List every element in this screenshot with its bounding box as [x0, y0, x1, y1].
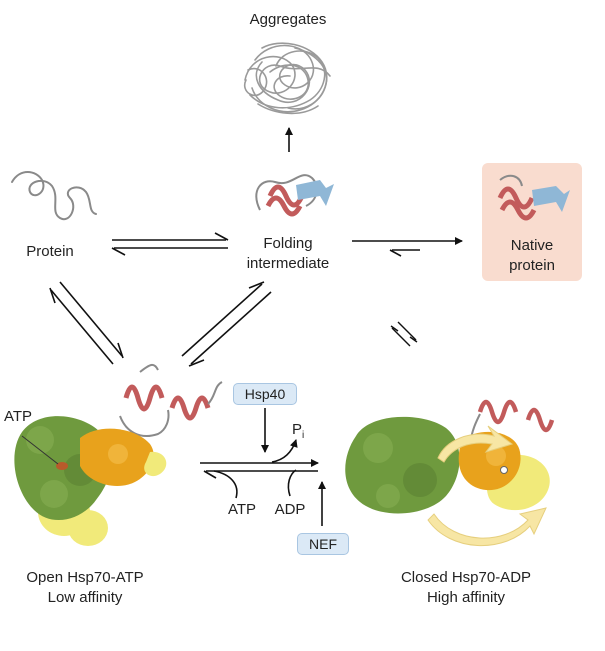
- protein-label: Protein: [26, 243, 74, 260]
- closed-state-label-2: High affinity: [426, 589, 506, 606]
- native-protein-label-1: Native: [510, 237, 554, 254]
- nef-tag: NEF: [297, 533, 349, 555]
- lid-closing-arrow-icon: [437, 425, 514, 463]
- folding-intermediate-label-2: intermediate: [246, 255, 330, 272]
- adp-output-label: ADP: [274, 501, 306, 518]
- closed-state-equilibrium: [390, 321, 418, 347]
- open-state-label-1: Open Hsp70-ATP: [26, 569, 144, 586]
- unfolded-protein-icon: [11, 171, 97, 221]
- native-protein-highlight: [482, 163, 582, 281]
- atp-adp-exchange-arrows: [200, 408, 326, 526]
- native-protein-label-2: protein: [509, 257, 555, 274]
- domain-rotation-arrow-icon: [427, 507, 547, 546]
- aggregates-label: Aggregates: [249, 11, 327, 28]
- folding-native-equilibrium: [352, 237, 463, 257]
- closed-hsp70-adp-structure: [345, 399, 555, 546]
- closed-state-label-1: Closed Hsp70-ADP: [400, 569, 532, 586]
- open-state-label-2: Low affinity: [47, 589, 123, 606]
- substrate-peptide-icon: [119, 364, 223, 437]
- protein-hsp70-equilibrium: [49, 281, 124, 365]
- protein-folding-equilibrium: [111, 232, 229, 256]
- atp-input-label: ATP: [227, 501, 257, 518]
- atp-pointer: [21, 435, 59, 465]
- native-protein-icon: [497, 174, 570, 221]
- atp-bound-label: ATP: [4, 408, 33, 425]
- folding-intermediate-icon: [255, 174, 334, 217]
- aggregates-tangle-icon: [243, 42, 331, 115]
- hsp40-tag: Hsp40: [233, 383, 297, 405]
- folding-hsp70-equilibrium: [181, 281, 272, 367]
- phosphate-label: Pi: [292, 421, 305, 441]
- folding-intermediate-label-1: Folding: [263, 235, 313, 252]
- open-hsp70-atp-structure: [14, 416, 167, 546]
